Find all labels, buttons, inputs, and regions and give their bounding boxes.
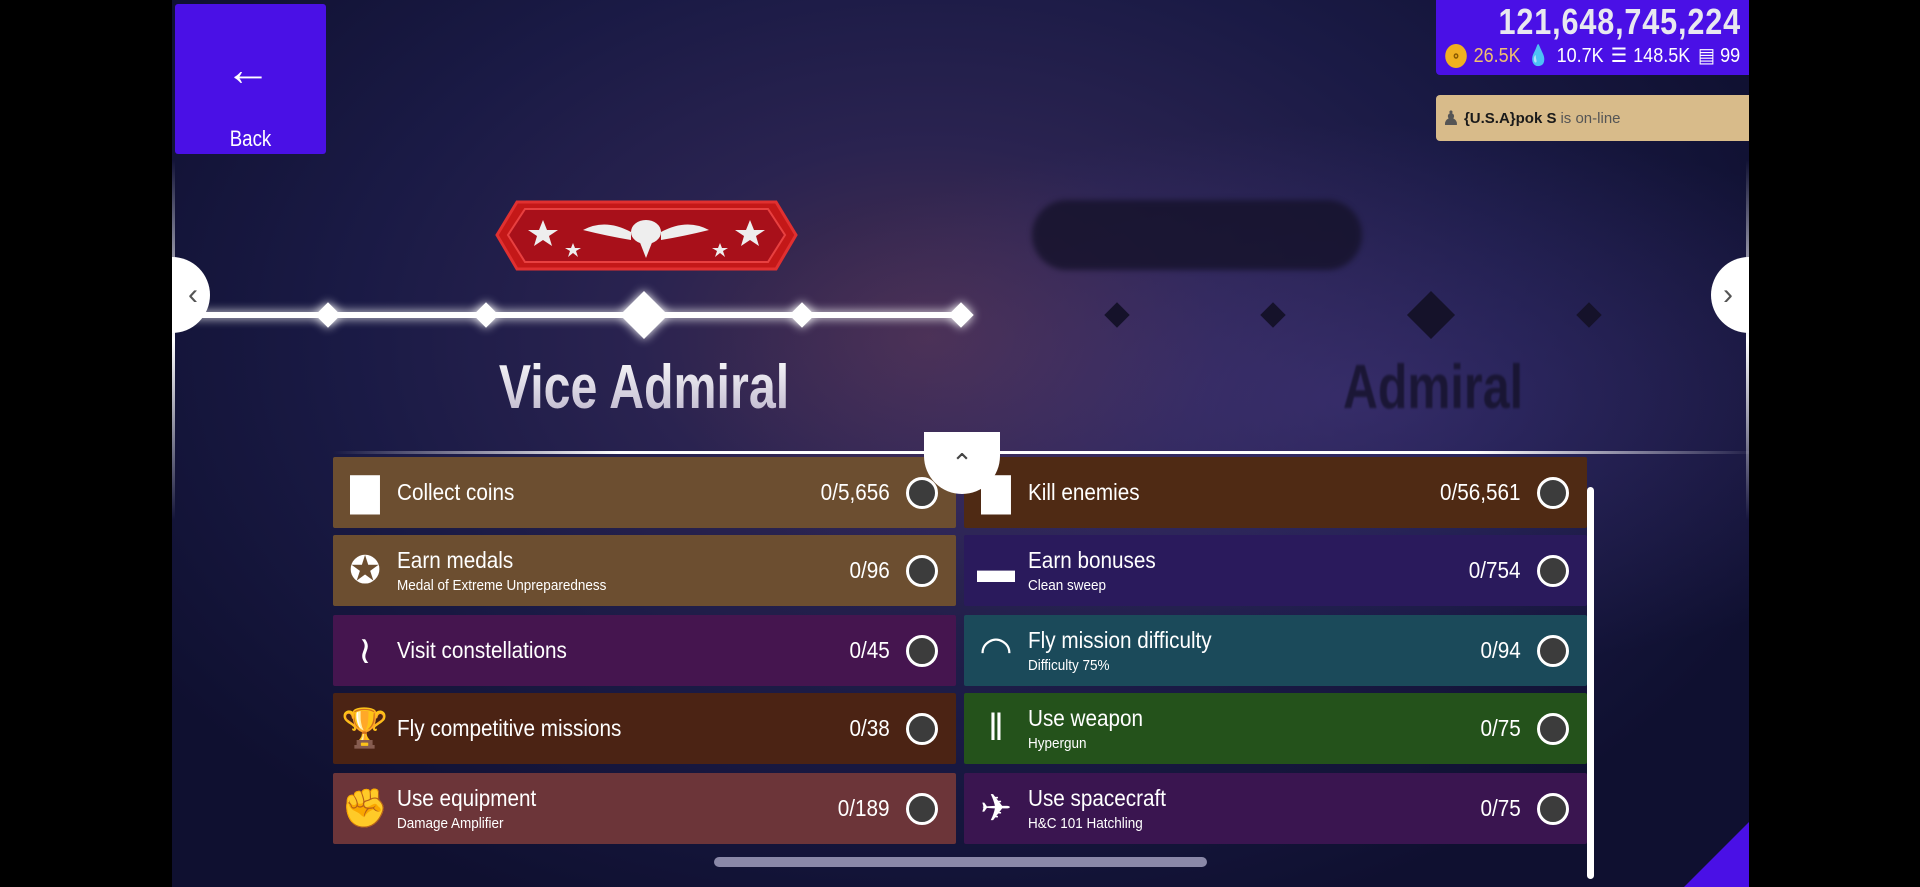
next-rank-button[interactable]: › [1711, 257, 1749, 333]
mission-row[interactable]: ‖ Use weapon Hypergun 0/75 [964, 693, 1587, 764]
mission-status-circle [906, 712, 938, 745]
trophy-icon: 🏆 [341, 707, 389, 750]
stacks-value: 99 [1719, 45, 1740, 67]
spacecraft-icon: ✈ [980, 788, 1012, 830]
currency-panel: 121,648,745,224 ⚬ 26.5K 💧 10.7K ☰ 148.5K… [1436, 0, 1749, 75]
rank-progress-track [172, 312, 961, 318]
mission-title: Fly mission difficulty [1028, 627, 1212, 653]
rank-node[interactable] [789, 302, 815, 328]
mission-row[interactable]: ✊ Use equipment Damage Amplifier 0/189 [333, 773, 956, 844]
mission-row[interactable]: ✪ Earn medals Medal of Extreme Unprepare… [333, 535, 956, 606]
food-value: 148.5K [1633, 45, 1691, 67]
mission-progress: 0/189 [838, 795, 890, 821]
mission-progress: 0/94 [1480, 637, 1521, 663]
mission-title: Collect coins [397, 479, 515, 505]
mission-subtitle: Medal of Extreme Unpreparedness [397, 577, 607, 594]
key-icon: ⚬ [1445, 44, 1467, 68]
muscle-icon: ✊ [341, 787, 389, 830]
mission-title: Use equipment [397, 785, 537, 811]
credits-value: 121,648,745,224 [1498, 1, 1741, 42]
mission-title: Use weapon [1028, 705, 1144, 731]
mission-row[interactable]: 🏆 Fly competitive missions 0/38 [333, 693, 956, 764]
mission-progress: 0/75 [1480, 795, 1521, 821]
keys-value: 26.5K [1473, 45, 1521, 67]
rank-node[interactable] [473, 302, 499, 328]
drops-value: 10.7K [1556, 45, 1604, 67]
horizontal-scrollbar[interactable] [714, 857, 1207, 867]
mission-subtitle: Damage Amplifier [397, 815, 504, 832]
constellation-icon: ≀ [357, 630, 373, 672]
rank-insignia-badge [495, 200, 798, 271]
collapse-button[interactable]: ⌃ [924, 432, 1000, 494]
mission-status-circle [1537, 712, 1569, 745]
mission-row[interactable]: ≀ Visit constellations 0/45 [333, 615, 956, 686]
notification-message: is on-line [1560, 109, 1621, 127]
rank-node-current[interactable] [619, 290, 669, 340]
mission-row[interactable]: ▇ Collect coins 0/5,656 [333, 457, 956, 528]
mission-title: Kill enemies [1028, 479, 1140, 505]
next-rank-title: Admiral [1342, 353, 1524, 422]
mission-title: Earn medals [397, 547, 514, 573]
mission-progress: 0/75 [1480, 715, 1521, 741]
mission-row[interactable]: ▇ Kill enemies 0/56,561 [964, 457, 1587, 528]
current-rank-title: Vice Admiral [449, 352, 839, 423]
rank-node-locked[interactable] [1260, 302, 1286, 328]
mission-status-circle [906, 792, 938, 825]
mission-row[interactable]: ✈ Use spacecraft H&C 101 Hatchling 0/75 [964, 773, 1587, 844]
back-button[interactable]: ← Back [175, 4, 326, 154]
mission-progress: 0/5,656 [820, 479, 890, 505]
gauge-icon: ◠ [979, 630, 1013, 672]
mission-row[interactable]: ◠ Fly mission difficulty Difficulty 75% … [964, 615, 1587, 686]
rank-node[interactable] [315, 302, 341, 328]
back-label: Back [229, 126, 272, 151]
mission-progress: 0/96 [849, 557, 890, 583]
vertical-scrollbar[interactable] [1587, 487, 1594, 879]
chevron-left-icon: ‹ [188, 278, 198, 311]
mission-row[interactable]: ▬ Earn bonuses Clean sweep 0/754 [964, 535, 1587, 606]
player-name: {U.S.A}pok S [1463, 109, 1557, 127]
mission-title: Fly competitive missions [397, 715, 622, 741]
mission-subtitle: H&C 101 Hatchling [1028, 815, 1143, 832]
mission-progress: 0/38 [849, 715, 890, 741]
right-edge-glow [1746, 160, 1749, 520]
mission-progress: 0/754 [1469, 557, 1521, 583]
help-book-button[interactable] [1684, 822, 1749, 887]
chevron-up-icon: ⌃ [951, 448, 973, 478]
person-icon: ♟ [1442, 107, 1460, 130]
rank-screen: ← Back 121,648,745,224 ⚬ 26.5K 💧 10.7K ☰… [172, 0, 1749, 887]
bar-chart-icon: ▇ [350, 472, 380, 514]
mission-status-circle [1537, 792, 1569, 825]
weapon-beams-icon: ‖ [988, 707, 1004, 749]
mission-title: Visit constellations [397, 637, 567, 663]
mission-subtitle: Clean sweep [1028, 577, 1107, 594]
mission-progress: 0/56,561 [1440, 479, 1521, 505]
rank-node[interactable] [948, 302, 974, 328]
mission-status-circle [1537, 554, 1569, 587]
missions-divider [333, 451, 1749, 454]
mission-status-circle [906, 476, 938, 509]
next-rank-badge-silhouette [1032, 200, 1362, 270]
bonus-bar-icon: ▬ [977, 549, 1015, 591]
online-notification: ♟ {U.S.A}pok S is on-line [1436, 95, 1749, 141]
chevron-right-icon: › [1723, 278, 1733, 311]
mission-progress: 0/45 [849, 637, 890, 663]
stack-icon: ▤ [1697, 45, 1715, 67]
drop-icon: 💧 [1527, 45, 1551, 67]
mission-subtitle: Difficulty 75% [1028, 657, 1110, 674]
mission-status-circle [1537, 634, 1569, 667]
mission-status-circle [1537, 476, 1569, 509]
rank-node-locked[interactable] [1406, 290, 1456, 340]
mission-subtitle: Hypergun [1028, 735, 1087, 752]
medal-icon: ✪ [349, 550, 381, 592]
mission-title: Earn bonuses [1028, 547, 1156, 573]
mission-status-circle [906, 634, 938, 667]
burger-icon: ☰ [1610, 45, 1627, 67]
rank-node-locked[interactable] [1104, 302, 1130, 328]
previous-rank-button[interactable]: ‹ [172, 257, 210, 333]
rank-node-locked[interactable] [1576, 302, 1602, 328]
left-edge-glow [172, 160, 175, 520]
mission-status-circle [906, 554, 938, 587]
mission-title: Use spacecraft [1028, 785, 1167, 811]
arrow-left-icon: ← [225, 43, 271, 95]
